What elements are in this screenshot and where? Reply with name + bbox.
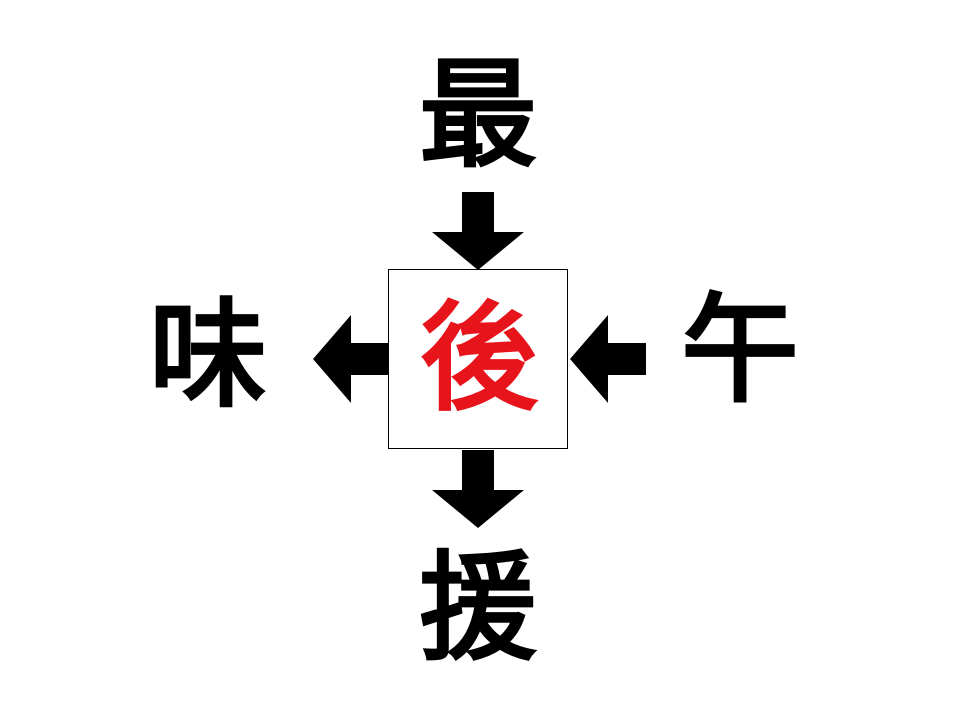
answer-box: 後 [388, 269, 568, 449]
arrow-down-from-box-icon [432, 450, 524, 528]
left-kanji: 味 [148, 286, 267, 424]
answer-kanji: 後 [419, 289, 538, 427]
top-kanji: 最 [418, 46, 537, 184]
arrow-left-from-box-icon [313, 315, 389, 403]
arrow-left-into-box-icon [570, 315, 646, 403]
bottom-kanji: 援 [418, 539, 537, 677]
arrow-down-into-box-icon [432, 192, 524, 270]
right-kanji: 午 [680, 281, 799, 419]
